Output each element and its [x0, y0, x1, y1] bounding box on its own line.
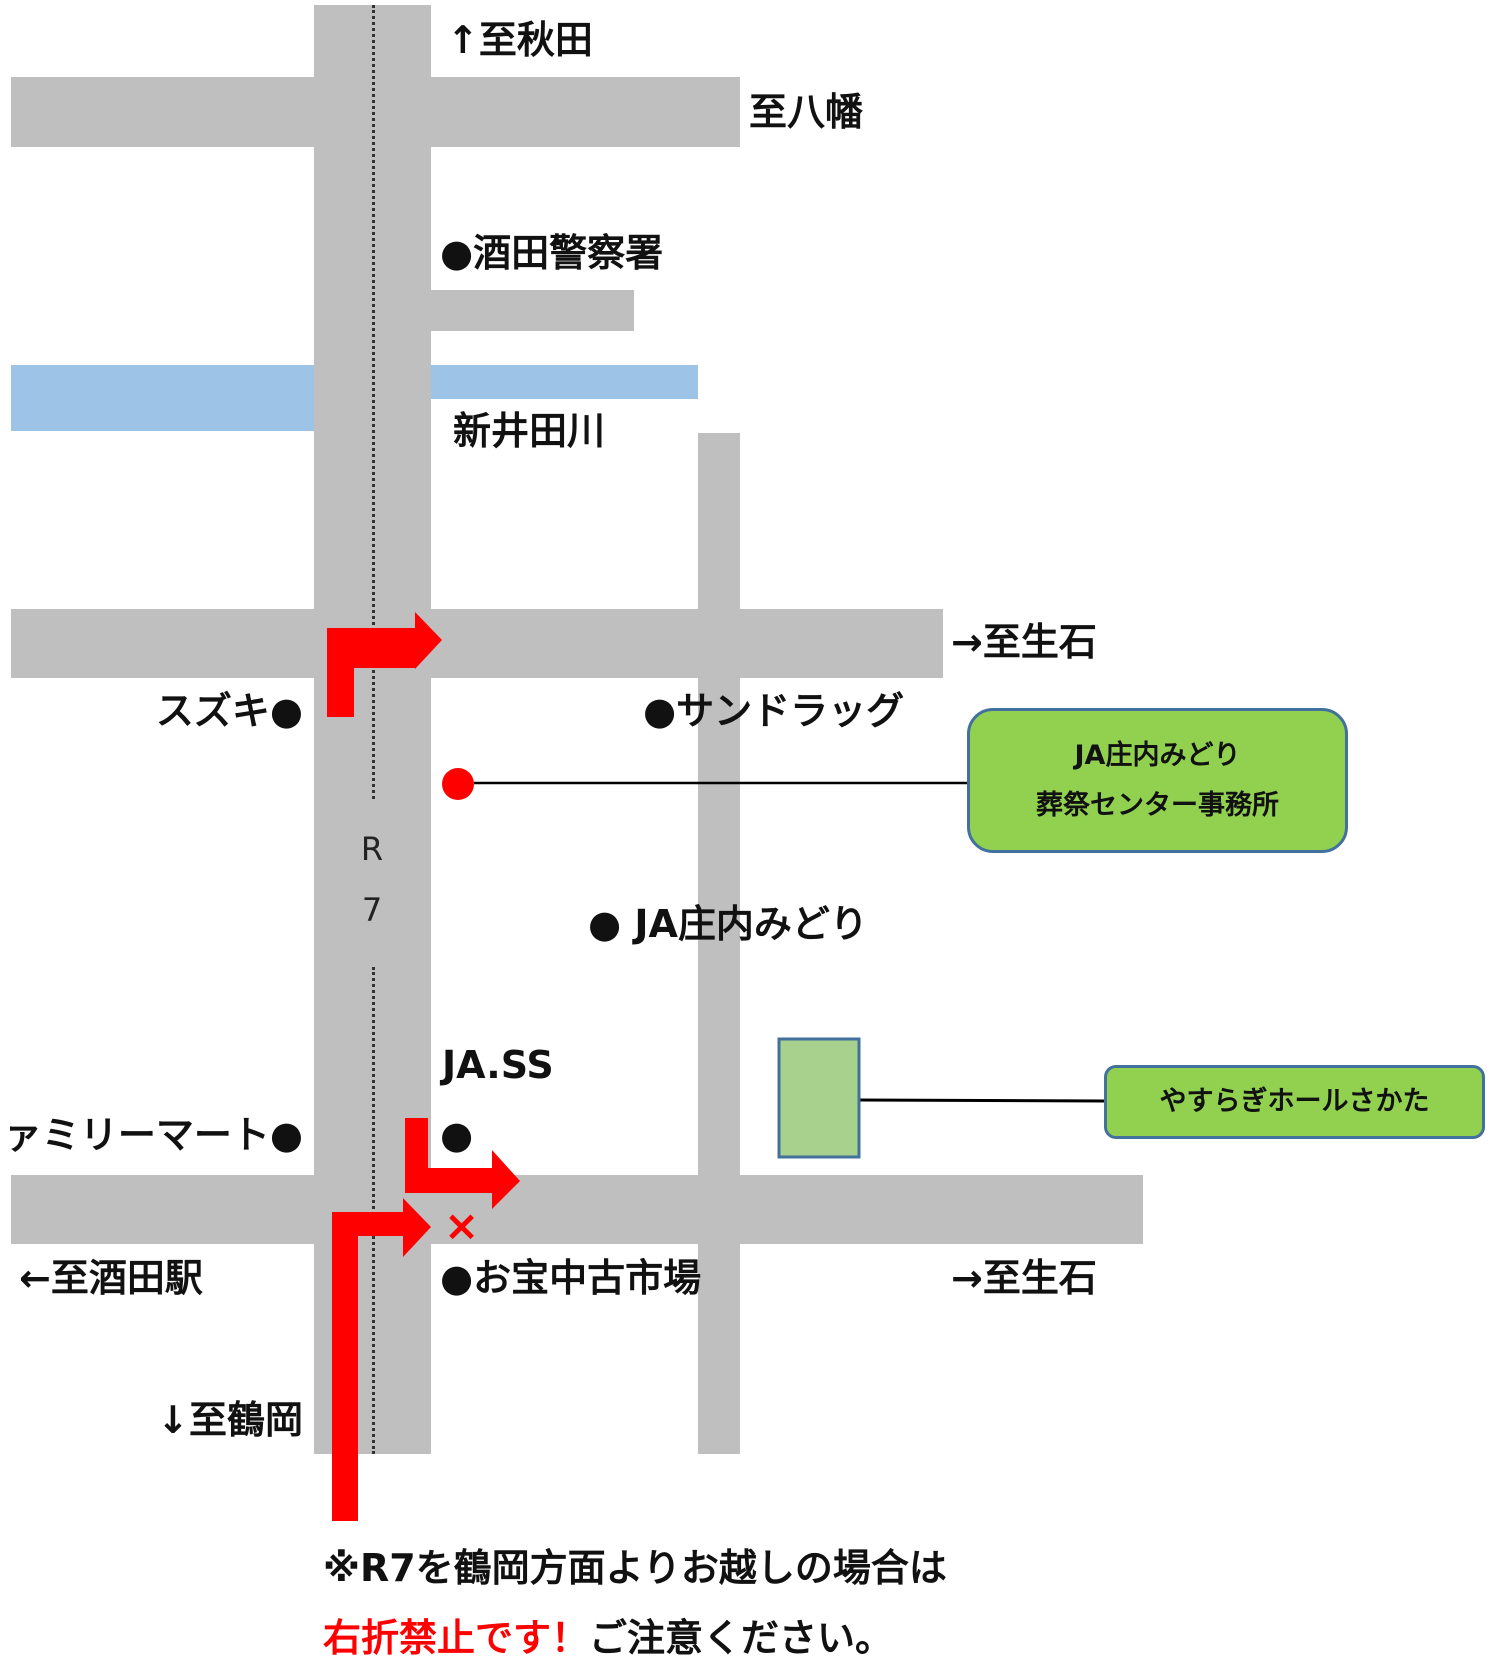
road-bottom-oishi: [11, 1175, 1143, 1244]
landmark-sundrug: ●サンドラッグ: [643, 689, 905, 733]
direction-oishi-lower: →至生石: [951, 1256, 1097, 1300]
note-caution: ご注意ください。: [589, 1616, 894, 1660]
r7-centerline-lower: [372, 967, 375, 1454]
r7-centerline-upper: [372, 5, 375, 799]
note-line2: 右折禁止です！ご注意ください。: [323, 1616, 893, 1660]
route-arrow-upper: [327, 612, 442, 717]
road-middle-oishi: [11, 609, 943, 678]
direction-oishi-upper: →至生石: [951, 620, 1097, 664]
r7-label-7: 7: [361, 891, 383, 929]
landmark-suzuki: スズキ●: [155, 689, 303, 733]
route-arrow-jass: [405, 1118, 520, 1209]
note-line1: ※R7を鶴岡方面よりお越しの場合は: [323, 1546, 947, 1590]
callout-funeral-office: JA庄内みどり 葬祭センター事務所: [967, 708, 1348, 853]
hall-building: [777, 1037, 861, 1159]
hall-leader-line: [858, 1098, 1106, 1103]
direction-akita: ↑至秋田: [447, 18, 593, 62]
note-no-right-turn: 右折禁止です！: [323, 1616, 590, 1660]
landmark-ja-ss-dot: ●: [440, 1113, 474, 1157]
landmark-familymart: ファミリーマート●: [0, 1113, 303, 1157]
callout-yasuragi-hall: やすらぎホールさかた: [1104, 1065, 1485, 1139]
road-top-hachiman: [11, 77, 740, 147]
direction-hachiman: 至八幡: [749, 90, 864, 134]
callout-office-line1: JA庄内みどり: [1074, 739, 1241, 771]
direction-sakata-station: ←至酒田駅: [19, 1256, 203, 1300]
river-label: 新井田川: [453, 409, 606, 453]
road-east-vertical: [698, 433, 740, 1454]
office-location-dot: [442, 768, 474, 800]
river-niida-left: [11, 365, 314, 431]
direction-tsuruoka: ↓至鶴岡: [157, 1398, 303, 1442]
route-arrow-tsuruoka: [332, 1198, 431, 1521]
landmark-otakara: ●お宝中古市場: [440, 1256, 702, 1300]
landmark-ja-ss: JA.SS: [442, 1043, 554, 1087]
landmark-police: ●酒田警察署: [440, 231, 664, 275]
road-police-side: [431, 290, 634, 331]
landmark-ja-shonai: ● JA庄内みどり: [588, 902, 868, 946]
river-niida-right: [431, 365, 698, 399]
callout-office-line2: 葬祭センター事務所: [1036, 789, 1279, 821]
no-right-turn-mark: ×: [444, 1201, 480, 1250]
r7-label-r: R: [360, 830, 384, 868]
callout-hall-label: やすらぎホールさかた: [1159, 1086, 1430, 1117]
